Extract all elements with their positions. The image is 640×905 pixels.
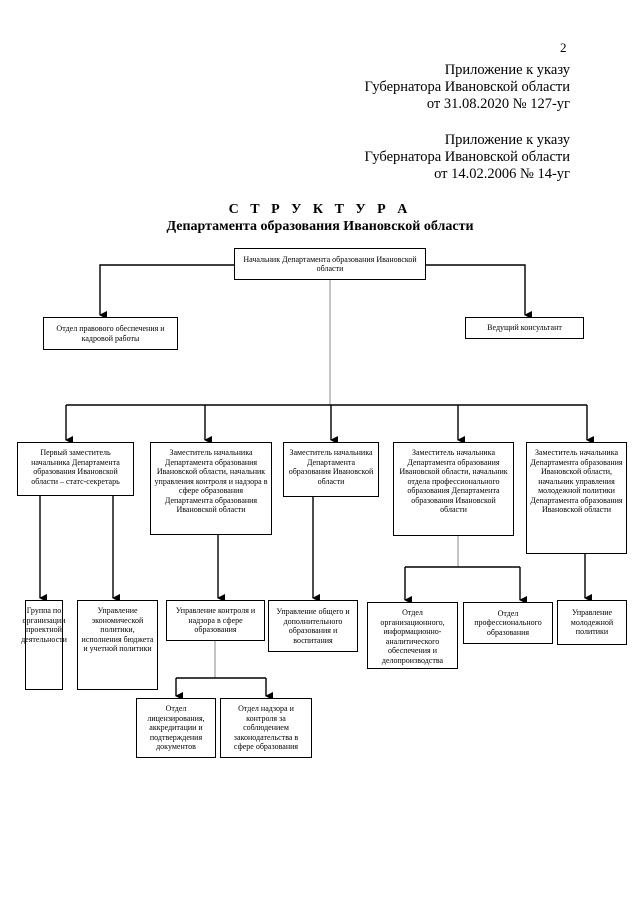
box-project-group: Группа по организации проектной деятельн… bbox=[21, 600, 67, 690]
box-economic-policy: Управление экономической политики, испол… bbox=[77, 600, 158, 690]
box-supervision-department: Отдел надзора и контроля за соблюдением … bbox=[220, 698, 312, 758]
header-1-line-1: Приложение к указу bbox=[444, 62, 570, 78]
header-2-line-3: от 14.02.2006 № 14-уг bbox=[434, 166, 570, 182]
box-professional-department: Отдел профессионального образования bbox=[463, 602, 553, 644]
page-number: 2 bbox=[560, 40, 567, 55]
box-licensing-department: Отдел лицензирования, аккредитации и под… bbox=[136, 698, 216, 758]
header-block-2: Приложение к указу Губернатора Ивановско… bbox=[365, 132, 570, 183]
box-head: Начальник Департамента образования Ивано… bbox=[234, 248, 426, 280]
box-control-supervision: Управление контроля и надзора в сфере об… bbox=[166, 600, 265, 641]
box-youth-policy: Управление молодежной политики bbox=[557, 600, 627, 645]
box-organizational-department: Отдел организационного, информационно-ан… bbox=[367, 602, 458, 669]
box-lead-consultant: Ведущий консультант bbox=[465, 317, 584, 339]
header-2-line-1: Приложение к указу bbox=[444, 132, 570, 148]
document-subtitle: Департамента образования Ивановской обла… bbox=[166, 219, 474, 234]
document-title: С Т Р У К Т У Р А bbox=[228, 202, 412, 217]
box-legal-department: Отдел правового обеспечения и кадровой р… bbox=[43, 317, 178, 350]
box-deputy: Заместитель начальника Департамента обра… bbox=[283, 442, 379, 497]
header-1-line-3: от 31.08.2020 № 127-уг bbox=[426, 96, 570, 112]
header-block-1: Приложение к указу Губернатора Ивановско… bbox=[365, 62, 570, 113]
header-1-line-2: Губернатора Ивановской области bbox=[364, 79, 570, 95]
box-general-education: Управление общего и дополнительного обра… bbox=[268, 600, 358, 652]
box-deputy-control: Заместитель начальника Департамента обра… bbox=[150, 442, 272, 535]
header-2-line-2: Губернатора Ивановской области bbox=[364, 149, 570, 165]
box-first-deputy: Первый заместитель начальника Департамен… bbox=[17, 442, 134, 496]
box-deputy-professional: Заместитель начальника Департамента обра… bbox=[393, 442, 514, 536]
box-deputy-youth: Заместитель начальника Департамента обра… bbox=[526, 442, 627, 554]
